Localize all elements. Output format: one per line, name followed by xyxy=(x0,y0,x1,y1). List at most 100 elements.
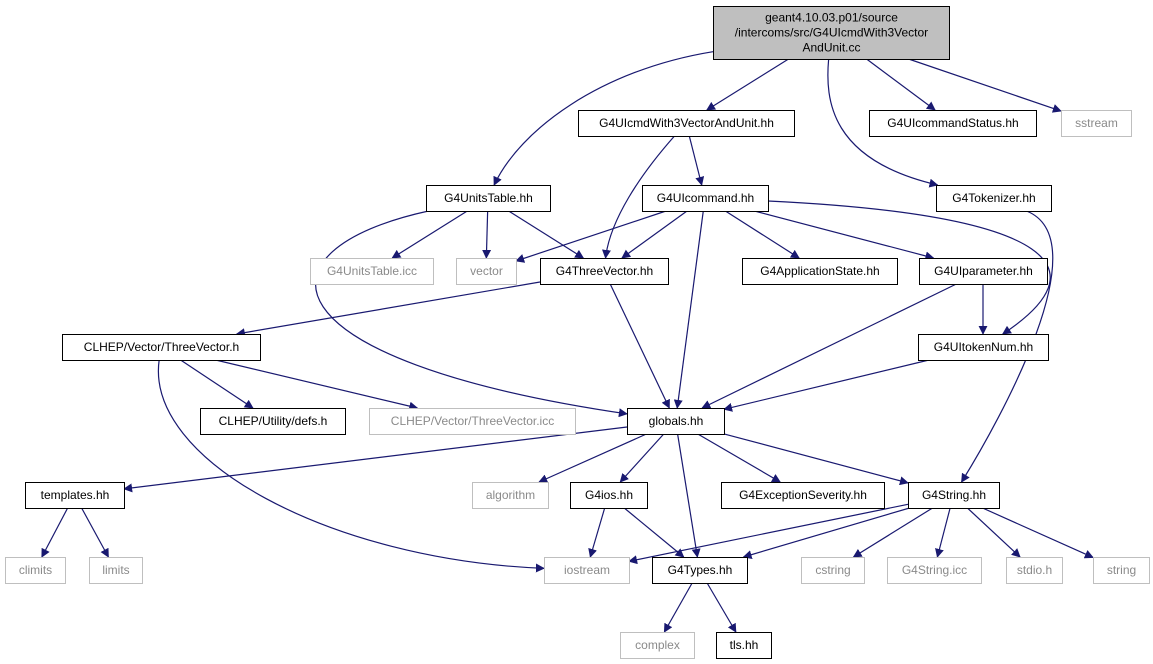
edge-uicommand-to-uiparam xyxy=(754,210,935,261)
edge-globals-to-templates xyxy=(123,426,628,493)
node-label: vector xyxy=(470,264,503,278)
node-box xyxy=(919,258,1048,285)
node-label: G4UIcommand.hh xyxy=(657,191,754,205)
node-iostream: iostream xyxy=(544,557,630,584)
node-exsev[interactable]: G4ExceptionSeverity.hh xyxy=(721,482,885,509)
node-box xyxy=(713,6,950,60)
node-box xyxy=(5,557,66,584)
edge-g4string-to-iostream xyxy=(628,503,909,565)
node-box xyxy=(887,557,982,584)
edge-globals-to-algorithm xyxy=(538,433,647,483)
node-tokenizer[interactable]: G4Tokenizer.hh xyxy=(936,185,1052,212)
node-templates[interactable]: templates.hh xyxy=(25,482,125,509)
node-box xyxy=(918,334,1049,361)
node-unitsicc: G4UnitsTable.icc xyxy=(310,258,434,285)
node-threevec[interactable]: G4ThreeVector.hh xyxy=(540,258,669,285)
edge-g4string-to-cstring xyxy=(852,507,933,558)
node-uiparam[interactable]: G4UIparameter.hh xyxy=(919,258,1048,285)
node-box xyxy=(544,557,630,584)
node-label: G4UIparameter.hh xyxy=(934,264,1033,278)
edge-tokennum-to-globals xyxy=(723,359,930,412)
edge-g4ios-to-iostream xyxy=(588,507,606,558)
node-box xyxy=(62,334,261,361)
node-uicommand[interactable]: G4UIcommand.hh xyxy=(642,185,769,212)
edge-clhepvec-to-defs xyxy=(180,359,254,409)
node-cmdstatus[interactable]: G4UIcommandStatus.hh xyxy=(869,110,1037,137)
node-cstring: cstring xyxy=(801,557,865,584)
node-label: G4UnitsTable.hh xyxy=(444,191,533,205)
node-box xyxy=(200,408,346,435)
node-appstate[interactable]: G4ApplicationState.hh xyxy=(742,258,898,285)
node-cmd3vec[interactable]: G4UIcmdWith3VectorAndUnit.hh xyxy=(578,110,795,137)
node-g4string[interactable]: G4String.hh xyxy=(908,482,1000,509)
node-clhepicc: CLHEP/Vector/ThreeVector.icc xyxy=(369,408,576,435)
node-box xyxy=(369,408,576,435)
node-label: string xyxy=(1107,563,1136,577)
node-label: stdio.h xyxy=(1017,563,1052,577)
node-clhepvec[interactable]: CLHEP/Vector/ThreeVector.h xyxy=(62,334,261,361)
node-label: G4ExceptionSeverity.hh xyxy=(739,488,867,502)
node-label: G4String.hh xyxy=(922,488,986,502)
node-box xyxy=(310,258,434,285)
node-box xyxy=(908,482,1000,509)
edge-root-to-cmdstatus xyxy=(866,58,936,111)
node-label: CLHEP/Utility/defs.h xyxy=(219,414,328,428)
node-box xyxy=(936,185,1052,212)
node-box xyxy=(620,632,695,659)
edge-g4ios-to-g4types xyxy=(623,507,685,558)
edge-globals-to-exsev xyxy=(697,433,781,483)
node-label: G4Tokenizer.hh xyxy=(952,191,1035,205)
node-box xyxy=(627,408,725,435)
node-string: string xyxy=(1093,557,1150,584)
edge-g4string-to-stdio xyxy=(967,507,1021,558)
edge-templates-to-climits xyxy=(41,507,69,558)
node-climits: climits xyxy=(5,557,66,584)
node-stricc: G4String.icc xyxy=(887,557,982,584)
node-box xyxy=(652,557,748,584)
edge-clhepvec-to-clhepicc xyxy=(215,359,419,411)
edge-globals-to-g4string xyxy=(723,433,909,486)
edge-cmd3vec-to-threevec xyxy=(602,135,675,259)
edge-globals-to-g4types xyxy=(677,433,701,558)
node-g4ios[interactable]: G4ios.hh xyxy=(570,482,648,509)
node-root[interactable]: geant4.10.03.p01/source/intercoms/src/G4… xyxy=(713,6,950,60)
node-tokennum[interactable]: G4UItokenNum.hh xyxy=(918,334,1049,361)
node-box xyxy=(472,482,549,509)
edge-unitstable-to-vector xyxy=(482,210,492,259)
node-box xyxy=(642,185,769,212)
node-label: G4UnitsTable.icc xyxy=(327,264,417,278)
node-vector: vector xyxy=(456,258,517,285)
edge-unitstable-to-globals xyxy=(315,210,628,418)
edge-uicommand-to-threevec xyxy=(621,210,688,259)
node-tls[interactable]: tls.hh xyxy=(716,632,772,659)
node-label: tls.hh xyxy=(730,638,759,652)
node-label: AndUnit.cc xyxy=(802,41,860,55)
node-box xyxy=(540,258,669,285)
node-box xyxy=(716,632,772,659)
edge-globals-to-g4ios xyxy=(619,433,665,483)
edge-unitstable-to-unitsicc xyxy=(391,210,468,259)
node-defs[interactable]: CLHEP/Utility/defs.h xyxy=(200,408,346,435)
node-box xyxy=(1006,557,1063,584)
node-label: G4ios.hh xyxy=(585,488,633,502)
node-limits: limits xyxy=(89,557,143,584)
edge-root-to-unitstable xyxy=(493,51,714,186)
node-label: /intercoms/src/G4UIcmdWith3Vector xyxy=(735,26,928,40)
node-box xyxy=(25,482,125,509)
node-sstream: sstream xyxy=(1061,110,1132,137)
node-algorithm: algorithm xyxy=(472,482,549,509)
node-label: G4UItokenNum.hh xyxy=(934,340,1033,354)
edge-g4types-to-complex xyxy=(663,582,693,633)
node-globals[interactable]: globals.hh xyxy=(627,408,725,435)
edge-uicommand-to-appstate xyxy=(725,210,800,259)
node-label: limits xyxy=(102,563,129,577)
node-box xyxy=(570,482,648,509)
node-label: G4String.icc xyxy=(902,563,967,577)
node-unitstable[interactable]: G4UnitsTable.hh xyxy=(426,185,551,212)
node-label: G4Types.hh xyxy=(668,563,733,577)
node-box xyxy=(869,110,1037,137)
node-g4types[interactable]: G4Types.hh xyxy=(652,557,748,584)
node-label: cstring xyxy=(815,563,850,577)
node-label: G4UIcommandStatus.hh xyxy=(887,116,1018,130)
node-complex: complex xyxy=(620,632,695,659)
